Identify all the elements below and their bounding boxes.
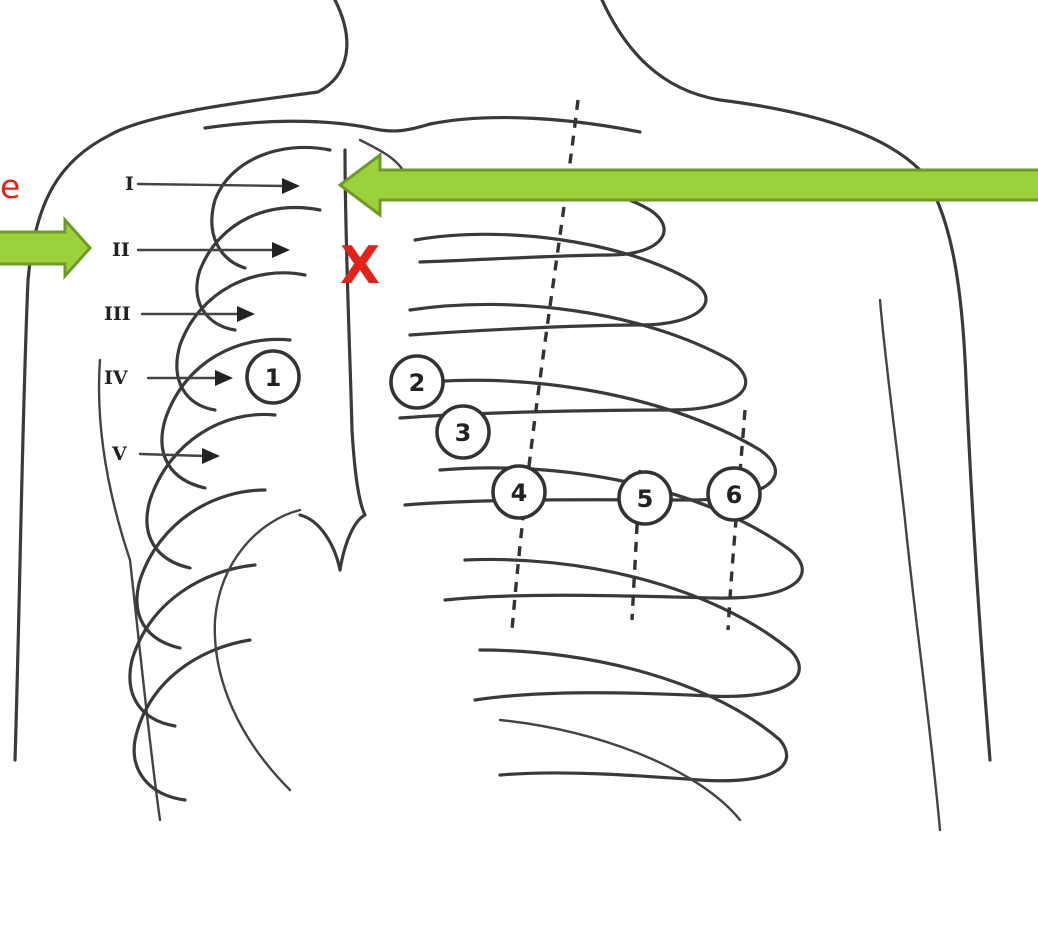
neck-outline-right — [602, 0, 990, 760]
position-marker: X — [340, 240, 380, 292]
electrode-6: 6 — [708, 468, 760, 520]
intercostal-label-5: V — [111, 443, 128, 465]
ribs-left — [130, 147, 330, 800]
electrode-label: 1 — [265, 364, 282, 392]
intercostal-label-1: I — [125, 173, 134, 195]
electrode-label: 2 — [409, 369, 426, 397]
electrode-label: 5 — [637, 485, 654, 513]
intercostal-label-4: IV — [104, 367, 129, 389]
green-arrow-right-icon — [0, 220, 90, 276]
intercostal-marker: II — [112, 239, 290, 261]
electrode-1: 1 — [247, 351, 299, 403]
intercostal-markers: I II III IV V — [104, 173, 300, 465]
green-arrow-left-icon — [340, 155, 1038, 215]
torso-right-edge — [880, 300, 940, 830]
clavicle-left — [205, 121, 430, 131]
sternum — [300, 150, 365, 570]
electrode-4: 4 — [493, 466, 545, 518]
intercostal-marker: IV — [104, 367, 233, 389]
electrode-3: 3 — [437, 406, 489, 458]
clavicle-right — [430, 118, 640, 132]
electrode-5: 5 — [619, 472, 671, 524]
intercostal-label-2: II — [112, 239, 130, 261]
electrode-label: 4 — [511, 479, 528, 507]
electrode-label: 3 — [455, 419, 472, 447]
electrode-label: 6 — [726, 481, 743, 509]
intercostal-marker: I — [125, 173, 300, 195]
side-label-fragment: e — [0, 170, 20, 203]
electrode-2: 2 — [391, 356, 443, 408]
intercostal-marker: III — [104, 303, 255, 325]
torso-left-edge — [99, 360, 160, 820]
intercostal-label-3: III — [104, 303, 131, 325]
